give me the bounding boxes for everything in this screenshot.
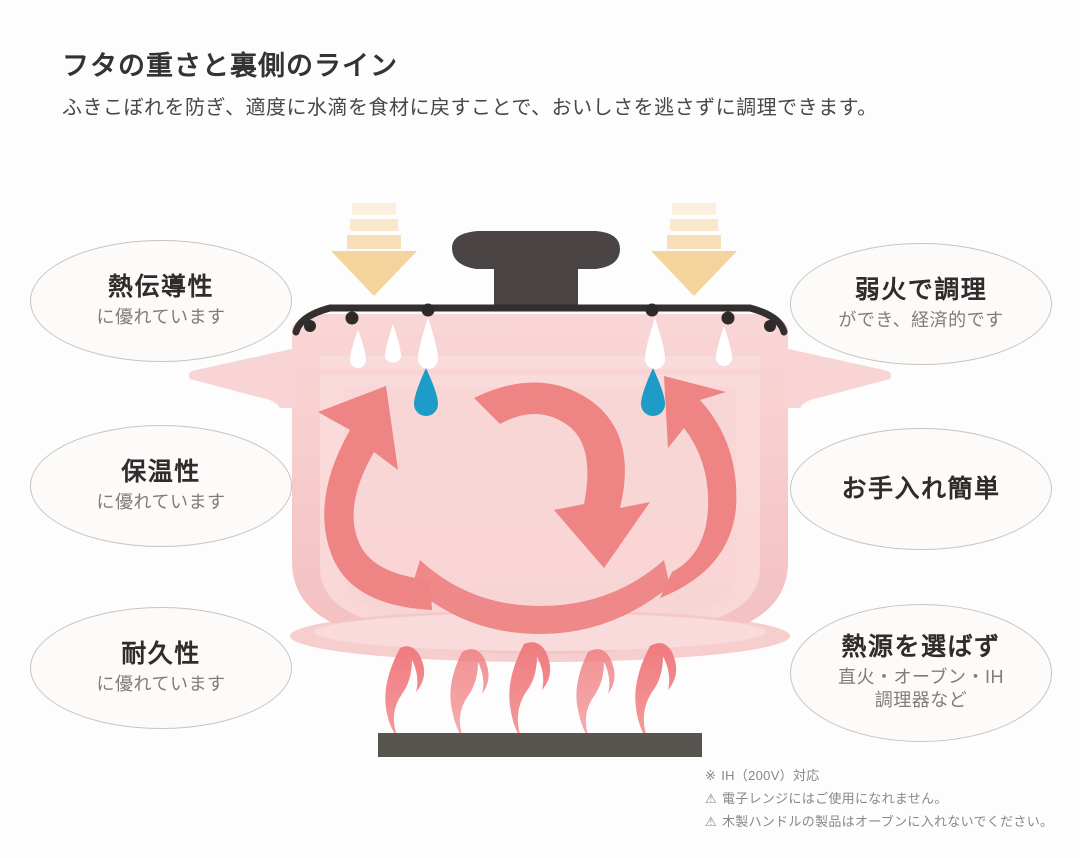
footnotes: ※ IH（200V）対応 ⚠ 電子レンジにはご使用になれません。 ⚠ 木製ハンド… <box>705 765 1053 833</box>
blue-droplet-icon <box>414 368 438 416</box>
feature-bubble-low-heat-cooking[interactable]: 弱火で調理 ができ、経済的です <box>790 243 1052 365</box>
pot-handle-right <box>784 348 892 408</box>
feature-title: 熱伝導性 <box>107 272 214 301</box>
feature-bubble-durability[interactable]: 耐久性 に優れています <box>30 607 292 729</box>
feature-subtitle: ができ、経済的です <box>838 309 1004 330</box>
circulation-arrow-bottom <box>412 560 670 634</box>
white-droplet-icon <box>385 324 401 363</box>
feature-subtitle-line2: 調理器など <box>874 690 968 711</box>
feature-title: 耐久性 <box>121 639 201 668</box>
page-title: フタの重さと裏側のライン <box>62 51 398 81</box>
footnote-wooden-handle: ⚠ 木製ハンドルの製品はオーブンに入れないでください。 <box>705 811 1053 834</box>
circulation-arrow-right <box>660 376 737 598</box>
feature-title: 熱源を選ばず <box>841 633 1001 662</box>
feature-title: 弱火で調理 <box>854 275 988 304</box>
feature-subtitle: に優れています <box>96 491 226 512</box>
lid-rim <box>292 304 788 336</box>
flame-icon <box>450 649 489 740</box>
burner-bar <box>378 733 702 757</box>
white-droplet-icon <box>716 326 732 366</box>
flames <box>385 642 677 740</box>
press-down-arrow-right-icon <box>651 203 737 296</box>
white-droplets-right <box>645 318 732 369</box>
footnote-ih: ※ IH（200V）対応 <box>705 765 1053 788</box>
blue-droplet-icon <box>641 368 665 416</box>
feature-subtitle: に優れています <box>96 673 226 694</box>
footnote-text: 木製ハンドルの製品はオーブンに入れないでください。 <box>721 813 1054 829</box>
circulation-arrows <box>318 376 737 634</box>
page-subtitle: ふきこぼれを防ぎ、適度に水滴を食材に戻すことで、おいしさを逃さずに調理できます。 <box>62 97 878 120</box>
flame-icon <box>509 642 551 740</box>
footnote-text: 電子レンジにはご使用になれません。 <box>721 790 948 806</box>
feature-subtitle: 直火・オーブン・IH <box>838 666 1004 687</box>
pot-inner-shade <box>344 386 736 632</box>
blue-droplets <box>414 368 665 416</box>
flame-icon <box>385 646 425 738</box>
footnote-microwave: ⚠ 電子レンジにはご使用になれません。 <box>705 788 1053 811</box>
white-droplet-icon <box>350 330 366 368</box>
white-droplet-icon <box>645 318 665 369</box>
feature-subtitle: に優れています <box>96 306 226 327</box>
lid-knob-icon <box>452 231 620 310</box>
white-droplet-icon <box>418 318 438 369</box>
feature-bubble-easy-care[interactable]: お手入れ簡単 <box>790 428 1052 550</box>
warning-triangle-icon: ⚠ <box>705 813 717 829</box>
white-droplets-left <box>350 318 438 369</box>
flame-icon <box>576 649 615 740</box>
flame-icon <box>635 643 677 740</box>
circulation-arrow-center <box>474 382 650 568</box>
press-down-arrow-left-icon <box>331 203 417 296</box>
lid-rim-dots <box>304 303 776 332</box>
feature-bubble-heat-source[interactable]: 熱源を選ばず 直火・オーブン・IH 調理器など <box>790 604 1052 742</box>
asterisk-icon: ※ <box>705 768 717 783</box>
feature-title: お手入れ簡単 <box>841 474 1001 503</box>
warning-triangle-icon: ⚠ <box>705 790 717 806</box>
circulation-arrow-left <box>318 386 432 610</box>
feature-bubble-heat-retention[interactable]: 保温性 に優れています <box>30 425 292 547</box>
pot-handle-left <box>188 348 296 408</box>
footnote-text: IH（200V）対応 <box>721 768 820 783</box>
header: フタの重さと裏側のライン ふきこぼれを防ぎ、適度に水滴を食材に戻すことで、おいし… <box>62 50 1022 121</box>
feature-bubble-heat-conduction[interactable]: 熱伝導性 に優れています <box>30 240 292 362</box>
feature-title: 保温性 <box>121 457 201 486</box>
